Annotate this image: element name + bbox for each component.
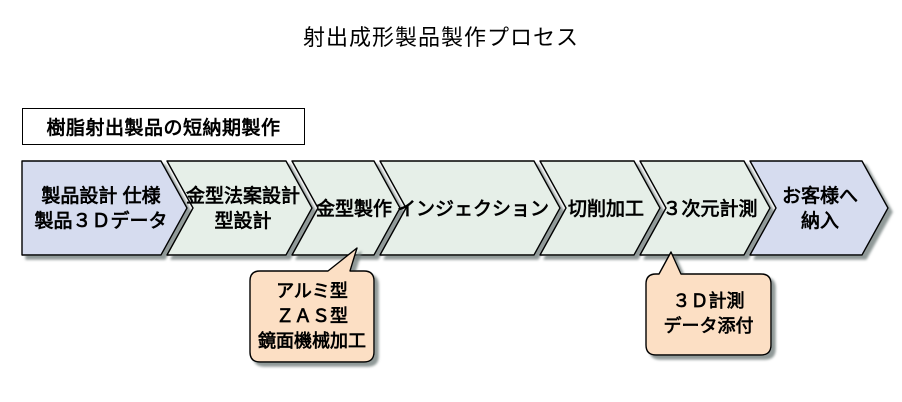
- step-7-line-2: 納入: [800, 211, 839, 232]
- step-1-label: 製品設計 仕様 製品３Ｄデータ: [26, 161, 176, 257]
- step-6-label: ３次元計測: [658, 161, 762, 257]
- step-5-line-1: 切削加工: [567, 198, 644, 220]
- callout-2-line-2: データ添付: [663, 316, 754, 336]
- step-4-chevron: [379, 160, 561, 256]
- step-1-line-1: 製品設計 仕様: [41, 186, 161, 207]
- callout-1-bubble: [249, 247, 375, 363]
- step-1-chevron: [21, 160, 188, 256]
- step-2-chevron: [166, 160, 313, 256]
- callout-1-label: アルミ型 ＺＡＳ型 鏡面機械加工: [250, 272, 374, 360]
- step-4-line-1: インジェクション: [397, 198, 550, 220]
- step-5-chevron: [539, 160, 661, 256]
- step-3-chevron: [291, 160, 401, 256]
- diagram-title: 射出成形製品製作プロセス: [302, 25, 579, 50]
- callout-2-bubble: [645, 251, 772, 356]
- callout-1-line-3: 鏡面機械加工: [258, 330, 366, 351]
- banner-label: 樹脂射出製品の短納期製作: [46, 118, 281, 139]
- step-7-chevron: [749, 160, 889, 256]
- banner-box: 樹脂射出製品の短納期製作: [22, 108, 305, 145]
- callout-2-label: ３Ｄ計測 データ添付: [646, 274, 771, 354]
- callout-1-line-1: アルミ型: [276, 280, 348, 301]
- step-3-label: 金型製作: [306, 161, 402, 257]
- step-2-label: 金型法案設計 型設計: [180, 161, 306, 257]
- step-2-line-1: 金型法案設計: [185, 186, 300, 207]
- step-3-line-1: 金型製作: [315, 198, 392, 220]
- callout-2-line-1: ３Ｄ計測: [672, 291, 745, 311]
- step-6-chevron: [639, 160, 771, 256]
- step-1-line-2: 製品３Ｄデータ: [34, 211, 168, 232]
- step-7-line-1: お客様へ: [781, 186, 858, 207]
- step-4-label: インジェクション: [397, 161, 550, 257]
- step-6-line-1: ３次元計測: [662, 198, 758, 220]
- step-5-label: 切削加工: [558, 161, 654, 257]
- callout-1-line-2: ＺＡＳ型: [276, 305, 348, 326]
- step-2-line-2: 型設計: [214, 211, 272, 232]
- step-7-label: お客様へ 納入: [768, 161, 872, 257]
